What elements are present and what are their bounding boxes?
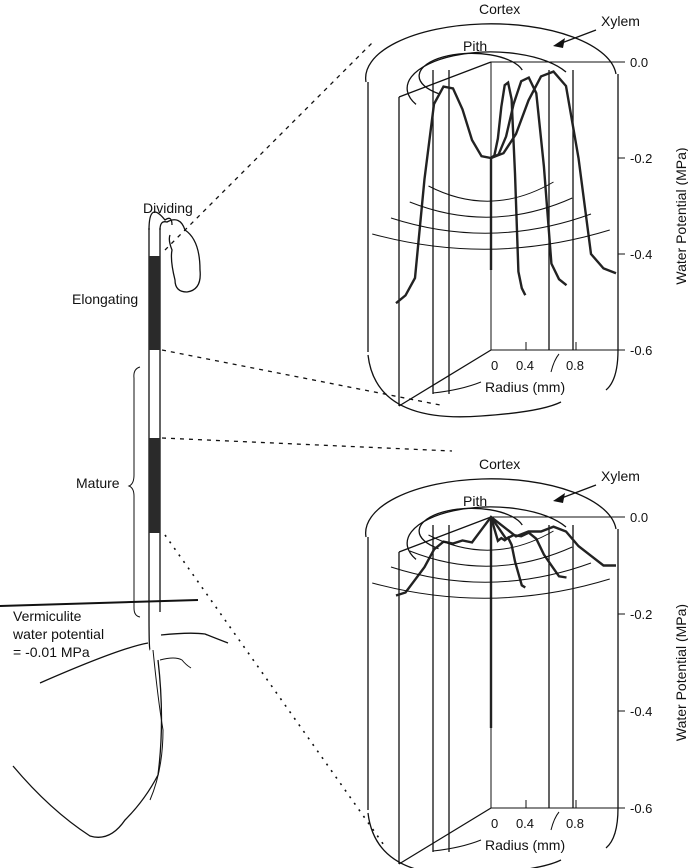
xylem-arrow-line — [558, 29, 597, 45]
profile-curve-meridian — [490, 516, 567, 579]
cutaway-top-edge — [398, 516, 492, 553]
lateral-root-right — [160, 632, 229, 644]
root-axis-left — [148, 228, 151, 651]
y-tick-label: -0.4 — [630, 704, 652, 719]
x-axis-label: Radius (mm) — [485, 379, 565, 395]
surface-contour — [428, 181, 554, 202]
label-mature: Mature — [76, 475, 120, 491]
x-axis-label: Radius (mm) — [485, 837, 565, 853]
x-tick-label: 0.8 — [566, 358, 584, 373]
connector-dividing — [164, 42, 373, 251]
cutaway-top-edge — [398, 61, 492, 98]
x-tick-label: 0 — [491, 358, 498, 373]
root-lower — [149, 649, 164, 801]
label-cortex: Cortex — [479, 1, 520, 17]
x-tick-label: 0.4 — [516, 358, 534, 373]
label-vermiculite-3: = -0.01 MPa — [13, 644, 90, 660]
xylem-arrow-head — [553, 493, 565, 503]
elongating-segment — [149, 256, 160, 350]
xylem-ring-top — [406, 51, 567, 105]
y-tick-label: -0.2 — [630, 151, 652, 166]
x-tick-label: 0.4 — [516, 816, 534, 831]
x-tick-label: 0 — [491, 816, 498, 831]
mature-brace — [127, 366, 141, 618]
zoom-connectors — [161, 42, 453, 849]
outer-ring-top — [365, 478, 617, 538]
x-tick-label: 0.8 — [566, 816, 584, 831]
xylem-arrow-head — [553, 38, 565, 48]
label-vermiculite-1: Vermiculite — [13, 608, 82, 624]
lateral-root-left — [39, 642, 149, 684]
surface-contour — [390, 213, 592, 234]
pith-ring-top — [418, 52, 523, 95]
root-hook — [148, 211, 201, 293]
y-tick-label: -0.4 — [630, 247, 652, 262]
connector-mature-top — [161, 437, 453, 452]
lateral-root-small — [159, 657, 192, 669]
surface-contour — [428, 530, 554, 551]
seed-outline — [12, 659, 163, 838]
surface-contour — [409, 197, 573, 218]
radius-arc — [550, 811, 560, 831]
cutaway-bottom-edge — [398, 807, 492, 865]
label-pith: Pith — [463, 38, 487, 54]
radius-arc — [432, 381, 482, 394]
y-axis-label: Water Potential (MPa) — [673, 604, 688, 741]
y-tick-label: 0.0 — [630, 510, 648, 525]
root-illustration: Dividing Elongating Mature Vermiculite w… — [0, 200, 229, 838]
surface-contour — [409, 546, 573, 567]
label-elongating: Elongating — [72, 291, 138, 307]
label-xylem: Xylem — [601, 13, 640, 29]
label-vermiculite-2: water potential — [12, 626, 104, 642]
label-xylem: Xylem — [601, 468, 640, 484]
surface-contour — [390, 562, 592, 583]
label-dividing: Dividing — [143, 200, 193, 216]
cutaway-bottom-edge — [398, 349, 492, 407]
cylinder-bottom-arc — [367, 812, 562, 868]
xylem-ring-top — [406, 506, 567, 560]
pith-ring-top — [418, 507, 523, 550]
mature-sample-segment — [149, 438, 160, 533]
y-axis-label: Water Potential (MPa) — [673, 147, 688, 284]
vermiculite-surface — [0, 599, 199, 607]
y-tick-label: -0.2 — [630, 607, 652, 622]
connector-elongating-bottom — [161, 349, 441, 406]
y-tick-label: -0.6 — [630, 343, 652, 358]
outer-ring-top — [365, 23, 617, 83]
radius-arc — [432, 839, 482, 852]
surface-contour — [372, 578, 610, 599]
cylinder-bottom-right — [605, 349, 619, 391]
connector-mature-bottom — [164, 534, 387, 849]
y-tick-label: 0.0 — [630, 55, 648, 70]
surface-contour — [372, 229, 610, 250]
y-tick-label: -0.6 — [630, 801, 652, 816]
profile-curve-meridian — [489, 516, 526, 589]
cylinder-bottom-arc — [367, 354, 562, 418]
profile-curve-front — [395, 70, 617, 305]
profile-curve-meridian — [490, 80, 527, 296]
xylem-arrow-line — [558, 484, 597, 500]
cylinder-bottom-right — [605, 807, 619, 849]
label-cortex: Cortex — [479, 456, 520, 472]
label-pith: Pith — [463, 493, 487, 509]
profile-curve-front — [395, 515, 616, 597]
profile-curve-meridian — [490, 76, 568, 287]
radius-arc — [550, 353, 560, 373]
